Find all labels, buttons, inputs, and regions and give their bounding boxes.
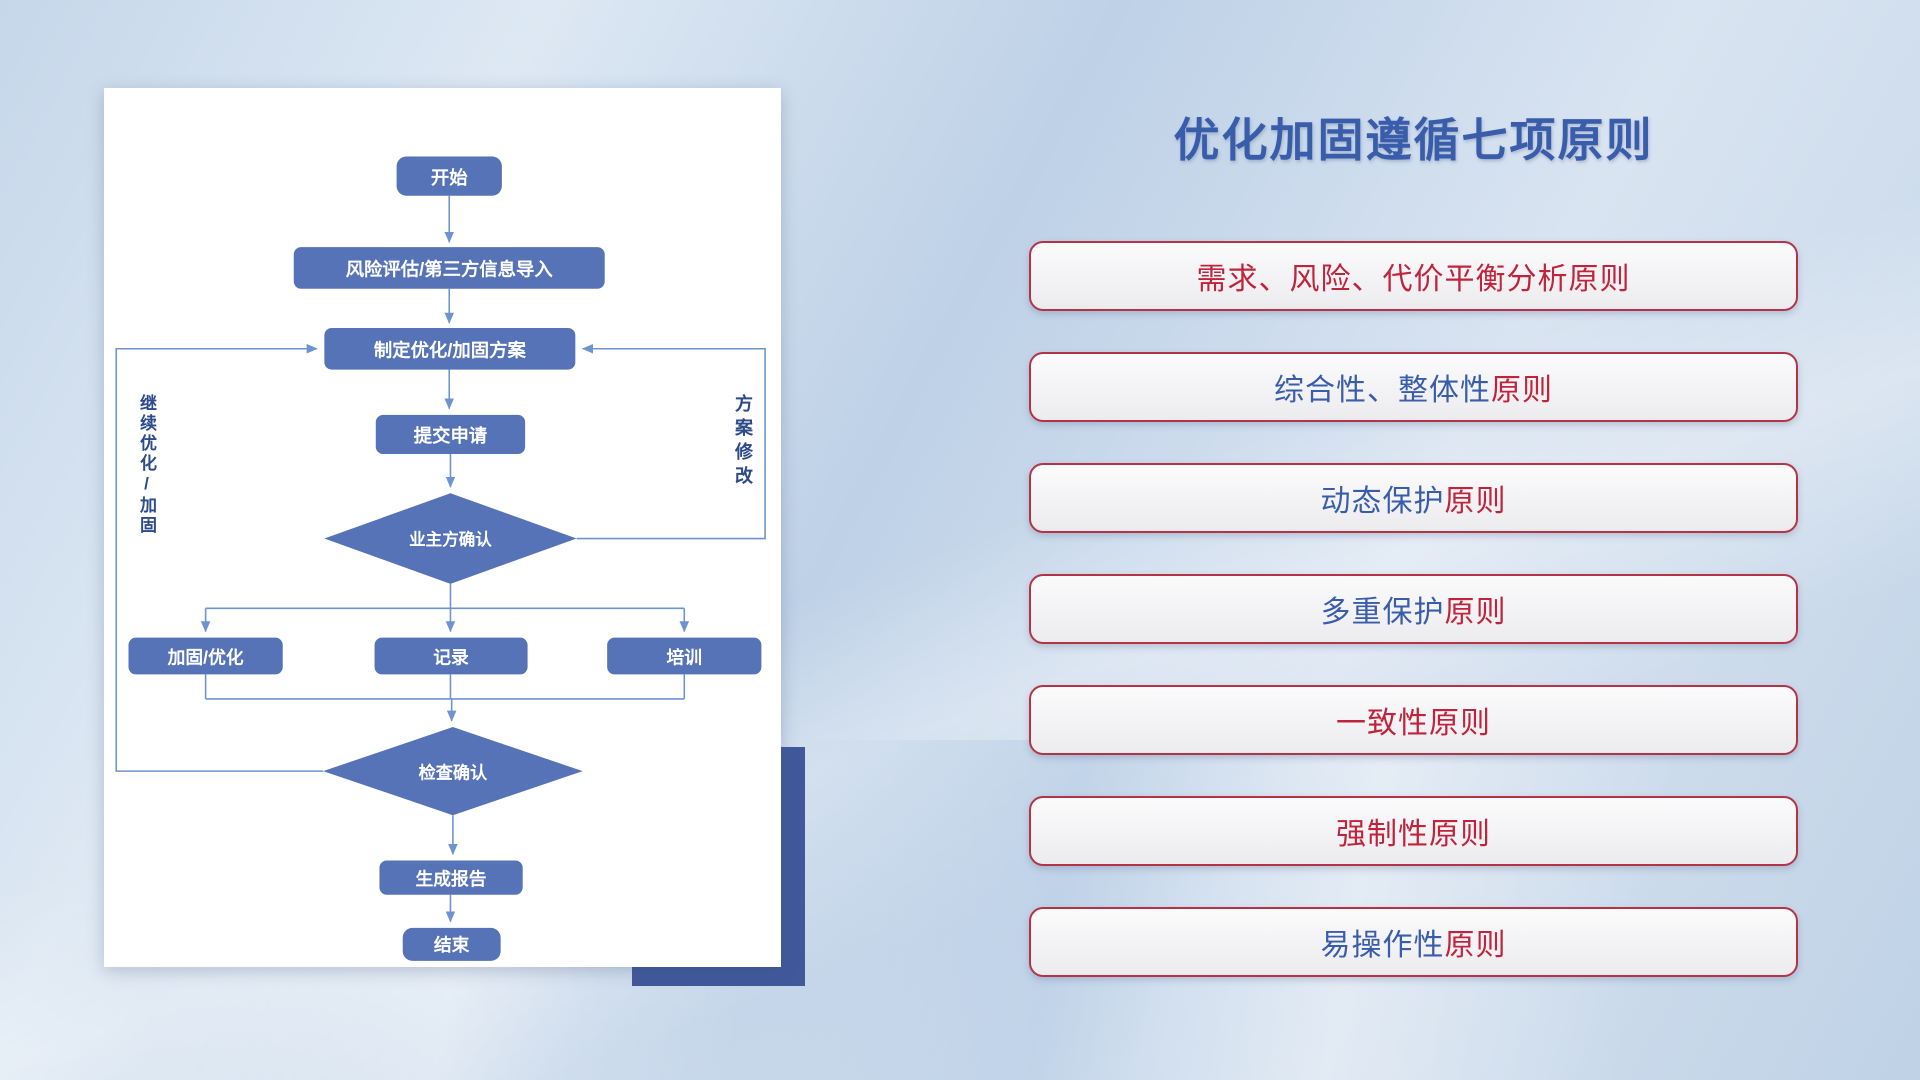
flow-node-report-label: 生成报告	[416, 868, 487, 889]
flow-node-make-plan-label: 制定优化/加固方案	[374, 339, 527, 360]
flow-node-record-label: 记录	[433, 647, 469, 667]
page-title: 优化加固遵循七项原则	[1173, 114, 1654, 166]
principle-4-blue-text: 多重保护	[1320, 596, 1445, 629]
principle-1-red-text: 需求、风险、代价平衡分析原则	[1196, 263, 1631, 296]
principle-2-blue-text: 综合性、整体性	[1274, 374, 1491, 407]
principle-3-blue-text: 动态保护	[1320, 485, 1445, 518]
flow-node-end: 结束	[402, 927, 501, 961]
flow-node-end-label: 结束	[434, 934, 470, 955]
flow-decision-owner-confirm-label: 业主方确认	[409, 529, 492, 549]
principle-7-red-text: 原则	[1444, 929, 1507, 962]
principle-item-3: 动态保护原则	[1029, 463, 1798, 533]
flowchart-card: 开始 风险评估/第三方信息导入 制定优化/加固方案 提交申请 业主方确认 加固/	[104, 88, 781, 967]
flow-node-start: 开始	[396, 156, 502, 196]
principle-6-red-text: 强制性原则	[1336, 818, 1491, 851]
flow-decision-owner-confirm: 业主方确认	[324, 493, 577, 584]
flow-node-harden-label: 加固/优化	[167, 646, 244, 667]
loop-left-continue	[115, 343, 324, 772]
flow-decision-check-confirm-label: 检查确认	[419, 762, 488, 782]
flow-label-continue-optimize: 继续优化/加固	[137, 394, 156, 536]
principle-7-blue-text: 易操作性	[1320, 929, 1445, 962]
flow-node-training: 培训	[607, 637, 762, 675]
flow-node-risk-import-label: 风险评估/第三方信息导入	[346, 259, 554, 280]
principle-item-4: 多重保护原则	[1029, 574, 1798, 644]
flow-node-training-label: 培训	[667, 646, 703, 667]
flow-decision-check-confirm: 检查确认	[323, 727, 583, 816]
flow-node-submit: 提交申请	[375, 414, 526, 455]
principle-item-5: 一致性原则	[1029, 685, 1798, 755]
flow-node-start-label: 开始	[431, 167, 468, 188]
flow-connectors	[115, 195, 766, 923]
flow-node-make-plan: 制定优化/加固方案	[324, 327, 576, 370]
flow-node-report: 生成报告	[379, 860, 523, 895]
flow-node-submit-label: 提交申请	[414, 425, 487, 446]
principle-2-red-text: 原则	[1491, 374, 1553, 407]
principle-4-red-text: 原则	[1444, 596, 1507, 629]
principle-3-red-text: 原则	[1444, 485, 1507, 518]
loop-right-revise	[576, 343, 766, 540]
flow-label-plan-revise: 方案修改	[733, 394, 753, 490]
principle-item-7: 易操作性原则	[1029, 907, 1798, 977]
principle-5-red-text: 一致性原则	[1336, 707, 1491, 740]
principle-item-1: 需求、风险、代价平衡分析原则	[1029, 241, 1798, 311]
flow-node-risk-import: 风险评估/第三方信息导入	[293, 247, 605, 289]
flow-node-harden: 加固/优化	[128, 637, 283, 675]
principle-item-6: 强制性原则	[1029, 796, 1798, 866]
flow-node-record: 记录	[374, 637, 528, 675]
principle-item-2: 综合性、整体性原则	[1029, 352, 1798, 422]
flowchart-canvas: 开始 风险评估/第三方信息导入 制定优化/加固方案 提交申请 业主方确认 加固/	[115, 156, 766, 961]
